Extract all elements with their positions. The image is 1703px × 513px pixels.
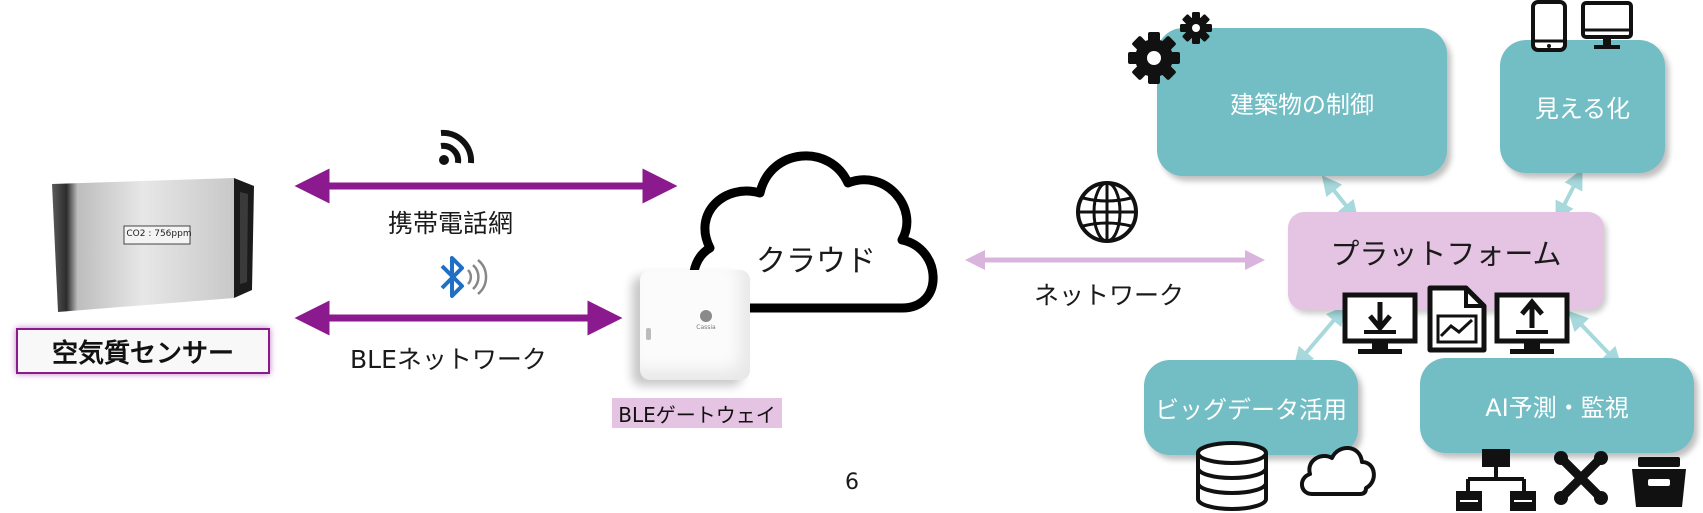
gateway-label-box: BLEゲートウェイ xyxy=(612,398,782,428)
ai-monitoring-tile: AI予測・監視 xyxy=(1420,358,1694,453)
platform-label: プラットフォーム xyxy=(1330,237,1562,271)
bigdata-label: ビッグデータ活用 xyxy=(1155,396,1347,424)
download-monitor-icon xyxy=(1342,292,1418,354)
network-icon xyxy=(1456,449,1536,511)
upload-monitor-icon xyxy=(1494,292,1570,354)
sensor-display-readout: CO2 : 756ppm xyxy=(126,229,192,239)
bigdata-tile: ビッグデータ活用 xyxy=(1144,360,1358,455)
bluetooth-icon xyxy=(440,256,488,298)
chart-document-icon xyxy=(1427,285,1487,353)
joomla-icon xyxy=(1554,451,1608,505)
visualization-tile: 見える化 xyxy=(1500,40,1665,173)
gateway-brand: Cassia xyxy=(696,324,716,331)
air-quality-sensor-device xyxy=(52,178,254,312)
sensor-name-label: 空気質センサー xyxy=(51,338,234,369)
gear-icon xyxy=(1128,12,1212,84)
ble-network-label: BLEネットワーク xyxy=(350,345,547,374)
database-icon xyxy=(1196,441,1268,511)
bigdata-connector xyxy=(1293,305,1347,368)
page-number: 6 xyxy=(845,470,859,495)
cloud-outline-icon xyxy=(1300,446,1376,496)
gateway-device: Cassia xyxy=(640,270,750,380)
cellular-network-label: 携帯電話網 xyxy=(388,209,514,238)
gateway-label: BLEゲートウェイ xyxy=(618,402,776,427)
archive-icon xyxy=(1632,457,1686,507)
globe-icon xyxy=(1076,181,1138,243)
visual-connector xyxy=(1555,169,1583,222)
cloud-shape xyxy=(689,151,938,313)
building-control-label: 建築物の制御 xyxy=(1230,90,1374,119)
ai-monitoring-label: AI予測・監視 xyxy=(1485,394,1629,422)
gateway-port xyxy=(646,328,651,340)
ai-connector xyxy=(1568,310,1622,368)
visualization-label: 見える化 xyxy=(1534,95,1631,123)
gateway-logo-icon xyxy=(700,310,712,322)
wifi-icon xyxy=(439,129,475,165)
monitor-icon xyxy=(1581,1,1633,49)
building-connector xyxy=(1321,175,1359,221)
building-control-tile: 建築物の制御 xyxy=(1157,28,1447,176)
network-label: ネットワーク xyxy=(1034,281,1185,310)
cloud-label: クラウド xyxy=(756,244,876,279)
tablet-icon xyxy=(1531,0,1567,52)
sensor-name-box: 空気質センサー xyxy=(16,328,270,374)
